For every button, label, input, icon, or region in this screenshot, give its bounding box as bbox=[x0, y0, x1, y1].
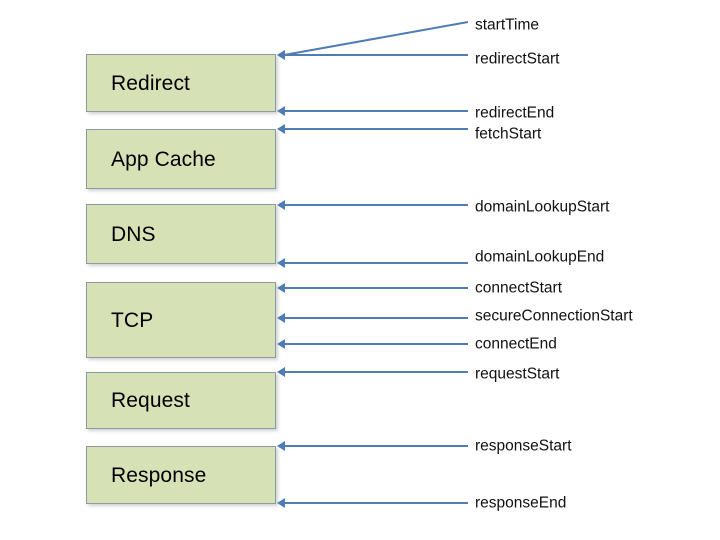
event-label-requestStart: requestStart bbox=[475, 365, 560, 383]
phase-box-request: Request bbox=[86, 372, 276, 429]
arrowhead-responseStart bbox=[277, 441, 285, 451]
arrowhead-domainLookupStart bbox=[277, 200, 285, 210]
event-label-responseStart: responseStart bbox=[475, 437, 572, 455]
event-label-startTime: startTime bbox=[475, 16, 540, 34]
phase-box-response: Response bbox=[86, 446, 276, 504]
arrowhead-secureConnectionStart bbox=[277, 313, 285, 323]
arrow-responseEnd bbox=[277, 498, 468, 508]
arrow-secureConnectionStart bbox=[277, 313, 468, 323]
phase-label-dns: DNS bbox=[111, 222, 156, 246]
phase-label-redirect: Redirect bbox=[111, 71, 190, 95]
arrowhead-connectEnd bbox=[277, 339, 285, 349]
arrow-redirectEnd bbox=[277, 106, 468, 116]
arrowhead-redirectEnd bbox=[277, 106, 285, 116]
arrow-connectStart bbox=[277, 283, 468, 293]
event-label-fetchStart: fetchStart bbox=[475, 125, 542, 143]
arrow-connectEnd bbox=[277, 339, 468, 349]
arrowhead-fetchStart bbox=[277, 124, 285, 134]
phase-box-app-cache: App Cache bbox=[86, 129, 276, 189]
event-label-responseEnd: responseEnd bbox=[475, 494, 567, 512]
event-label-redirectEnd: redirectEnd bbox=[475, 104, 555, 122]
phase-box-tcp: TCP bbox=[86, 282, 276, 358]
event-label-domainLookupStart: domainLookupStart bbox=[475, 198, 610, 216]
event-label-redirectStart: redirectStart bbox=[475, 50, 560, 68]
arrowhead-domainLookupEnd bbox=[277, 258, 285, 268]
event-label-connectStart: connectStart bbox=[475, 279, 563, 297]
arrowhead-responseEnd bbox=[277, 498, 285, 508]
arrow-domainLookupEnd bbox=[277, 258, 468, 268]
event-label-secureConnectionStart: secureConnectionStart bbox=[475, 307, 633, 325]
event-label-domainLookupEnd: domainLookupEnd bbox=[475, 248, 605, 266]
arrowhead-requestStart bbox=[277, 367, 285, 377]
arrowhead-redirectStart bbox=[277, 50, 285, 60]
arrow-requestStart bbox=[277, 367, 468, 377]
phase-box-redirect: Redirect bbox=[86, 54, 276, 112]
phase-box-dns: DNS bbox=[86, 204, 276, 264]
phase-label-tcp: TCP bbox=[111, 308, 154, 332]
phase-label-app-cache: App Cache bbox=[111, 147, 216, 171]
arrowhead-connectStart bbox=[277, 283, 285, 293]
arrow-responseStart bbox=[277, 441, 468, 451]
phase-label-response: Response bbox=[111, 463, 207, 487]
event-label-connectEnd: connectEnd bbox=[475, 335, 557, 353]
arrow-redirectStart bbox=[277, 50, 468, 60]
arrow-fetchStart bbox=[277, 124, 468, 134]
phase-label-request: Request bbox=[111, 389, 190, 412]
arrow-domainLookupStart bbox=[277, 200, 468, 210]
